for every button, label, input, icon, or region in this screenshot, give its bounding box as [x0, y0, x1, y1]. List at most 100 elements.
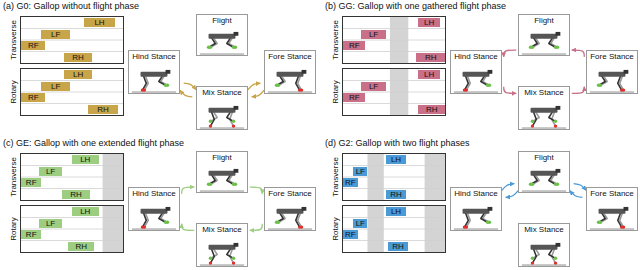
stance-bar: RH [88, 105, 118, 114]
robot-foot [298, 225, 301, 228]
robot-foot [209, 261, 212, 264]
ground-line [200, 265, 244, 266]
robot-leg [227, 249, 234, 259]
state-box: Flight [518, 151, 570, 193]
stance-bar: LF [39, 219, 61, 228]
stance-bar: LF [361, 82, 385, 91]
foot-label: LF [51, 30, 60, 39]
robot-foot [141, 225, 144, 228]
stance-bar: RF [343, 93, 365, 102]
transition-arrow [570, 191, 582, 198]
robot-leg [464, 213, 468, 227]
transition-arrow [506, 191, 518, 198]
robot-foot [554, 124, 557, 127]
robot-foot [486, 84, 489, 87]
stance-bar: LF [353, 219, 367, 228]
foot-label: RF [28, 93, 39, 102]
ground-line [200, 128, 244, 129]
stance-bar: RF [343, 230, 358, 239]
stance-bar: RF [21, 230, 41, 239]
robot-body [209, 108, 236, 113]
stance-bar: LH [386, 155, 406, 164]
gait-plot: RotaryLHLFRFRH [20, 68, 124, 116]
robot-body [463, 72, 490, 77]
robot-foot [486, 221, 489, 224]
state-label: Fore Stance [268, 51, 312, 62]
ground-line [454, 229, 498, 230]
stance-bar: LF [361, 30, 385, 39]
state-label: Fore Stance [590, 51, 634, 62]
robot-leg [142, 213, 146, 227]
robot-leg [549, 175, 556, 185]
stance-bar: RH [388, 242, 408, 251]
state-box: Mix Stance [518, 223, 570, 267]
robot-head [556, 169, 561, 173]
foot-label: RF [345, 178, 356, 187]
robot-foot [232, 183, 235, 186]
ground-line [268, 92, 312, 93]
ground-line [522, 54, 566, 55]
robot-body [277, 209, 304, 214]
robot-head [234, 169, 239, 173]
foot-label: RH [72, 53, 84, 62]
stance-bar: LH [418, 70, 439, 79]
stance-bar: LF [353, 167, 367, 176]
robot-figure [451, 62, 501, 93]
robot-foot [529, 183, 532, 186]
state-box: Flight [196, 151, 248, 193]
ground-line [590, 229, 634, 230]
row-line [21, 80, 123, 81]
robot-figure [451, 199, 501, 230]
transition-arrow [248, 83, 260, 90]
foot-label: LF [369, 30, 378, 39]
stance-bar: RF [21, 93, 45, 102]
robot-body [599, 209, 626, 214]
stance-bar: LF [41, 82, 70, 91]
foot-label: RH [425, 53, 437, 62]
stance-bar: RF [21, 178, 41, 187]
state-label: Hind Stance [132, 51, 176, 62]
ground-line [268, 229, 312, 230]
robot-foot [554, 261, 557, 264]
gait-plot: RotaryLHLFRFRH [20, 205, 124, 253]
gait-type-label: Rotary [9, 80, 18, 104]
stance-bar: RH [386, 190, 406, 199]
state-box: Mix Stance [196, 223, 248, 267]
foot-label: LF [51, 82, 60, 91]
foot-label: LF [46, 219, 55, 228]
stance-bar: LH [72, 155, 99, 164]
robot-leg [227, 38, 234, 48]
gait-type-label: Rotary [331, 80, 340, 104]
state-box: Mix Stance [518, 86, 570, 130]
foot-label: LH [424, 70, 434, 79]
robot-foot [554, 257, 557, 260]
state-box: Hind Stance [450, 50, 502, 94]
robot-body [209, 245, 236, 250]
robot-head [234, 106, 239, 110]
robot-leg [210, 112, 214, 126]
robot-foot [531, 124, 534, 127]
state-label: Hind Stance [454, 188, 498, 199]
foot-label: RF [345, 230, 356, 239]
robot-foot [597, 84, 600, 87]
robot-leg [464, 76, 468, 90]
state-label: Mix Stance [202, 87, 242, 98]
stance-bar: LF [41, 30, 70, 39]
robot-foot [531, 261, 534, 264]
gait-type-label: Transverse [9, 20, 18, 60]
state-box: Fore Stance [264, 187, 316, 231]
state-box: Fore Stance [264, 50, 316, 94]
row-line [343, 28, 445, 29]
stance-bar: RF [343, 41, 365, 50]
foot-label: LH [424, 18, 434, 27]
robot-foot [620, 225, 623, 228]
transition-arrow [572, 50, 585, 57]
transition-arrow [572, 87, 585, 94]
foot-label: RH [392, 242, 404, 251]
stance-bar: RH [416, 53, 445, 62]
row-line [343, 229, 445, 230]
transition-arrow [504, 50, 517, 57]
state-label: Fore Stance [268, 188, 312, 199]
transition-arrow [502, 184, 514, 191]
robot-figure [197, 98, 247, 129]
